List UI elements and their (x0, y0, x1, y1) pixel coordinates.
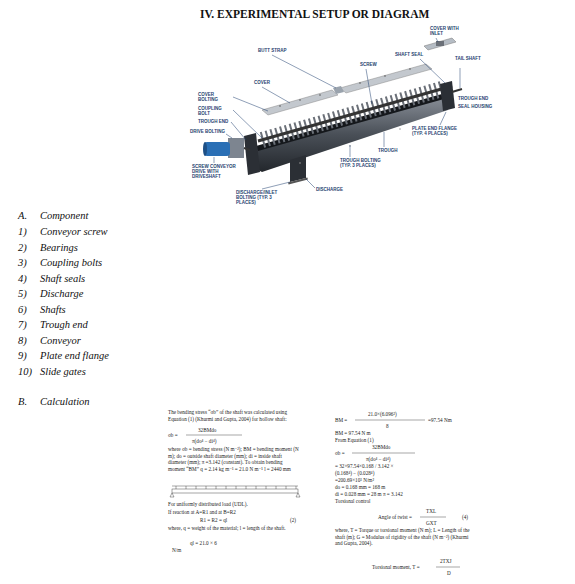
equation-text: TXL (426, 508, 436, 515)
equation-text: σb = (168, 432, 178, 439)
equation-text: Torsional moment, T = (372, 564, 420, 571)
equation-text: ql = 21.0 × 6 (190, 540, 217, 547)
equation-text: where, T = Torque or torsional moment (N… (335, 527, 470, 547)
callout-label: TROUGH END (198, 119, 228, 124)
equation-text: (2) (290, 517, 296, 524)
list-item: Plate end flange (40, 350, 109, 362)
equation-text: (0.168⁴) − (0.028⁴) (335, 470, 374, 477)
list-item: 4) (18, 273, 27, 285)
equation-text: do = 0.168 mm = 168 m (335, 484, 385, 491)
callout-label: BUTT STRAP (258, 48, 287, 53)
equation-text: 21.0×(6.096²) (368, 411, 397, 418)
equation-text: π(do⁴ − di⁴) (366, 456, 390, 463)
callout-label: COVER (254, 80, 270, 85)
list-item: A. (18, 210, 27, 222)
list-item: 9) (18, 350, 27, 362)
equation-text: 32BMdo (372, 444, 390, 451)
list-item: Slide gates (40, 366, 86, 378)
list-item: 3) (18, 257, 27, 269)
equation-text: If reaction at A=R1 and at B=R2 (168, 509, 300, 516)
equation-text: BM = (335, 417, 347, 424)
callout-label: PLATE END FLANGE (TYP. 4 PLACES) (412, 126, 462, 136)
equation-text: GXT (426, 520, 437, 527)
section-heading: IV. EXPERIMENTAL SETUP OR DIAGRAM (200, 8, 429, 21)
callout-label: TROUGH BOLTING (TYP. 3 PLACES) (340, 158, 386, 168)
callout-label: SCREW (360, 62, 377, 67)
equation-text: For uniformly distributed load (UDL). (168, 501, 300, 508)
list-item: 2) (18, 242, 27, 254)
list-item: B. (18, 396, 27, 408)
list-item: Conveyor screw (40, 226, 108, 238)
equation-text: = 32×97.54×0.168 / 3.142 × (335, 463, 394, 470)
callout-label: TAIL SHAFT (455, 56, 481, 61)
equation-text: The bending stress “σb” of the shaft was… (168, 409, 300, 422)
list-item: Discharge (40, 288, 83, 300)
equation-text: 32BMdo (198, 427, 216, 434)
list-item: 8) (18, 335, 27, 347)
equation-text: =97.54 Nm (428, 417, 452, 424)
list-item: 5) (18, 288, 27, 300)
equation-text: 8 (386, 423, 389, 430)
callout-label: COVER WITH INLET (430, 26, 464, 36)
callout-label: DISCHARGE (316, 187, 343, 192)
equation-text: (4) (462, 514, 468, 521)
equation-text: where σb = bending stress (N m⁻²); BM = … (168, 446, 300, 472)
equation-text: σb = (335, 450, 345, 457)
callout-label: SCREW CONVEYOR DRIVE WITH DRIVESHAFT (192, 164, 238, 179)
equation-text: Torsional control (335, 498, 371, 505)
list-item: 6) (18, 304, 27, 316)
list-item: 7) (18, 319, 27, 331)
list-item: Calculation (40, 396, 90, 408)
list-item: Shafts (40, 304, 66, 316)
list-item: 1) (18, 226, 27, 238)
callout-label: SHAFT SEAL (395, 52, 423, 57)
callout-label: COUPLING BOLT (198, 106, 232, 116)
equation-text: =200.69×10³ N/m² (335, 477, 374, 484)
equation-text: where, q = weight of the material; l = l… (168, 525, 300, 532)
callout-label: SEAL HOUSING (458, 104, 492, 109)
list-item: 10) (18, 366, 32, 378)
list-item: Trough end (40, 319, 88, 331)
equation-text: R1 = R2 = ql (200, 517, 227, 524)
equation-text: From Equation (1) (335, 437, 374, 444)
callout-label: DRIVE BOLTING (190, 129, 225, 134)
list-item: Shaft seals (40, 273, 85, 285)
equation-text: di = 0.028 mm = 28 m π = 3.142 (335, 491, 403, 498)
list-item: Conveyor (40, 335, 81, 347)
callout-label: TROUGH (378, 148, 398, 153)
callout-label: TROUGH END (458, 96, 488, 101)
callout-label: COVER BOLTING (198, 92, 232, 102)
equation-text: BM = 97.54 N m (335, 430, 371, 437)
equation-text: π(do⁴ − di⁴) (192, 438, 216, 445)
equation-text: D (447, 570, 451, 577)
callout-label: DISCHARGE/INLET BOLTING (TYP. 3 PLACES) (236, 190, 292, 205)
list-item: Coupling bolts (40, 257, 102, 269)
list-item: Bearings (40, 242, 78, 254)
equation-text: Angle of twist = (378, 514, 412, 521)
equation-text: 2TXJ (440, 558, 452, 565)
list-item: Component (40, 210, 88, 222)
equation-text: N/m (172, 547, 181, 554)
